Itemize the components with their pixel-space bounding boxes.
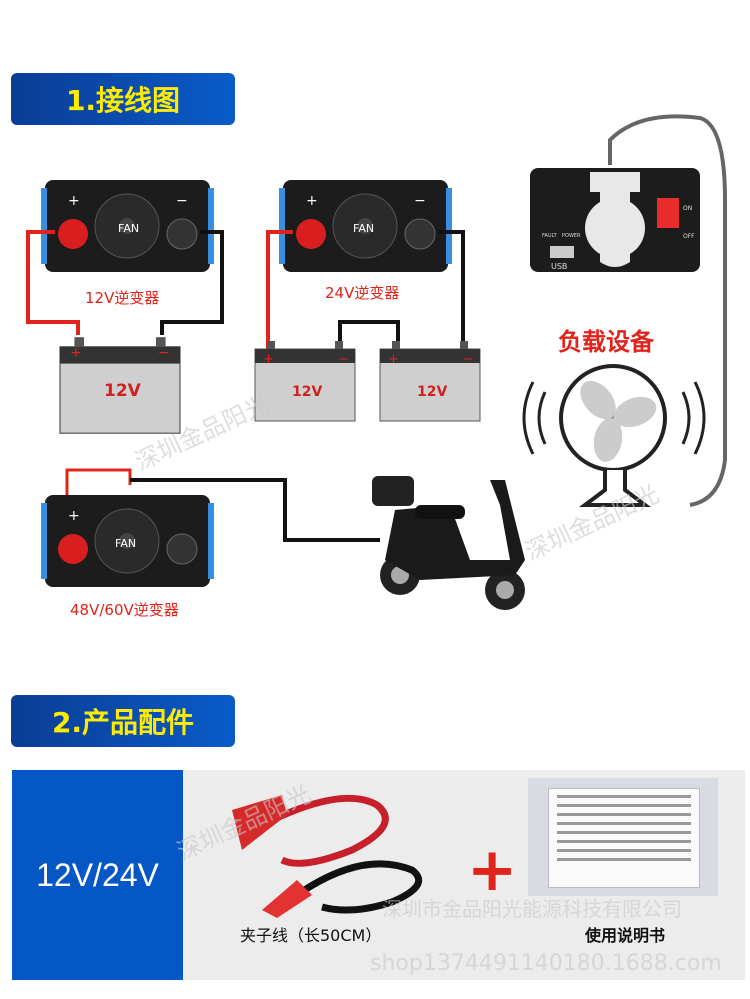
- fan-text: FAN: [115, 537, 136, 550]
- wiring-diagram: FAN + − 12V逆变器 + − 12V FAN + − 24V逆变器 + …: [26, 114, 727, 619]
- inverter-48v-60v: FAN +: [40, 494, 215, 588]
- section-accessories-title: 2.产品配件: [11, 695, 235, 747]
- power-cord: [608, 114, 727, 507]
- battery-12v-b: + − 12V: [379, 340, 481, 422]
- battery-12v-a: + − 12V: [254, 340, 356, 422]
- minus-terminal: −: [158, 345, 170, 361]
- plus-terminal: +: [68, 508, 80, 524]
- load-device-label: 负载设备: [558, 328, 655, 356]
- black-wire: [130, 478, 380, 542]
- watermark: shop1374491140180.1688.com: [370, 951, 722, 976]
- battery-label: 12V: [292, 384, 322, 400]
- plus-sign: +: [467, 835, 518, 905]
- usb-label: USB: [551, 262, 567, 271]
- plus-terminal: +: [306, 193, 318, 209]
- fan-text: FAN: [118, 222, 139, 235]
- minus-terminal: −: [176, 193, 188, 209]
- clamp-cable-label: 夹子线（长50CM）: [240, 926, 382, 945]
- inverter-front: ON OFF FAULT POWER USB: [530, 168, 700, 272]
- fan-text: FAN: [353, 222, 374, 235]
- off-label: OFF: [683, 233, 695, 240]
- on-label: ON: [683, 205, 692, 212]
- fault-label: FAULT: [542, 233, 558, 239]
- minus-terminal: −: [414, 193, 426, 209]
- battery-label: 12V: [104, 381, 142, 401]
- fan-icon: [522, 364, 706, 507]
- inverter-12v: FAN + −: [40, 179, 215, 273]
- voltage-label: 12V/24V: [12, 770, 183, 980]
- battery-label: 12V: [417, 384, 447, 400]
- minus-terminal: −: [338, 352, 349, 367]
- watermark: 深圳市金品阳光能源科技有限公司: [382, 897, 682, 921]
- inverter-12v-label: 12V逆变器: [85, 289, 159, 307]
- inverter-48v-label: 48V/60V逆变器: [70, 601, 179, 619]
- inverter-24v: FAN + −: [278, 179, 453, 273]
- inverter-24v-label: 24V逆变器: [325, 284, 399, 302]
- series-wire: [338, 320, 400, 350]
- user-manual-label: 使用说明书: [585, 926, 666, 945]
- plus-terminal: +: [68, 193, 80, 209]
- clamp-cable-image: [232, 794, 423, 918]
- plus-terminal: +: [263, 352, 274, 367]
- black-wire: [160, 230, 224, 335]
- minus-terminal: −: [463, 352, 474, 367]
- red-wire: [266, 230, 293, 350]
- electric-scooter-image: [372, 476, 525, 610]
- battery-12v: + − 12V: [59, 336, 181, 434]
- red-wire: [65, 468, 132, 500]
- plus-terminal: +: [388, 352, 399, 367]
- plus-terminal: +: [70, 345, 82, 361]
- power-label: POWER: [562, 233, 581, 239]
- section-wiring-title: 1.接线图: [11, 73, 235, 125]
- user-manual-image: [528, 778, 718, 896]
- red-wire: [26, 230, 80, 335]
- accessories-panel: 12V/24V + 深圳市金品阳光能源科技有限公司 夹子线（长50CM） 使用说…: [12, 770, 745, 980]
- black-wire: [438, 230, 465, 350]
